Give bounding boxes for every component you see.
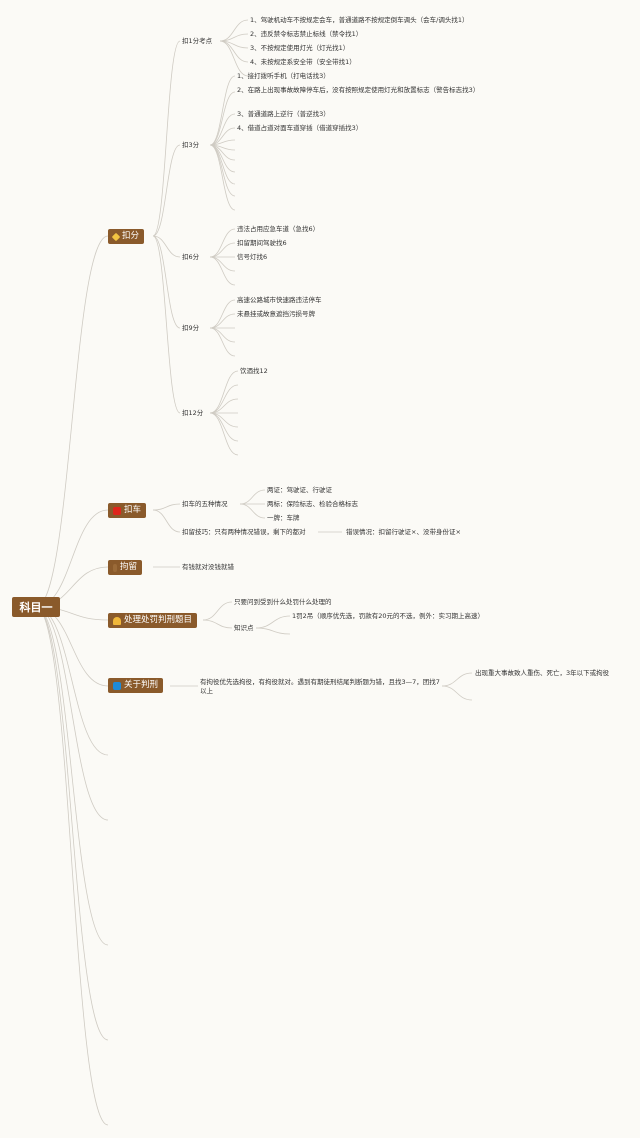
connector-line-32 xyxy=(209,242,236,258)
red-square-icon xyxy=(113,506,121,515)
diamond-icon xyxy=(111,232,121,241)
connector-line-13 xyxy=(152,235,181,329)
root-node[interactable]: 科目一 xyxy=(12,597,60,617)
deduct-1-item-1: 1、驾驶机动车不按规定会车，普通道路不按规定倒车调头（会车/调头找1） xyxy=(250,16,469,24)
connector-line-40 xyxy=(209,327,236,357)
connector-line-7 xyxy=(35,606,109,946)
sentence-detail: 有拘役优先选拘役，有拘役就对。遇到有期徒刑结尾判断题为错，且找3—7，团找7以上 xyxy=(200,678,440,695)
seize-five-item-3: 一牌：车牌 xyxy=(267,514,300,522)
connector-line-36 xyxy=(209,299,236,329)
connector-line-14 xyxy=(152,235,181,414)
connector-line-56 xyxy=(202,619,233,629)
connector-line-58 xyxy=(255,627,291,635)
seize-five-label: 扣车的五种情况 xyxy=(182,500,228,508)
deduct-1-item-3: 3、不按规定使用灯光（灯光找1） xyxy=(250,44,350,52)
main-node-sentence-label: 关于判刑 xyxy=(124,680,159,690)
connector-line-27 xyxy=(209,144,236,173)
connector-line-5 xyxy=(35,606,109,756)
deduct-group-1-label: 扣1分考点 xyxy=(182,37,213,45)
connector-line-61 xyxy=(441,685,473,701)
main-node-sentence[interactable]: 关于判刑 xyxy=(108,678,164,693)
detain-detail: 有钱就对没钱就错 xyxy=(182,563,234,571)
deduct-3-item-3: 3、普通道路上逆行（普逆找3） xyxy=(237,110,330,118)
connector-line-21 xyxy=(209,91,236,146)
seize-five-item-1: 两证：驾驶证、行驶证 xyxy=(267,486,332,494)
deduct-9-item-1: 高速公路城市快速路违法停车 xyxy=(237,296,322,304)
deduct-12-item-1: 饮酒找12 xyxy=(240,367,268,375)
connector-line-48 xyxy=(152,503,181,511)
main-node-detain[interactable]: 拘留 xyxy=(108,560,143,575)
deduct-1-item-4: 4、未按规定系安全带（安全带找1） xyxy=(250,58,356,66)
handling-knowledge-detail: 1罚2吊（顺序优先选，罚款有20元的不选，例外：实习期上高速） xyxy=(292,612,485,620)
deduct-3-item-4: 4、借道占道对面车道穿插（借道穿插找3） xyxy=(237,124,363,132)
connector-line-0 xyxy=(35,235,109,608)
connector-line-20 xyxy=(209,75,236,146)
sentence-extra: 出现重大事故致人重伤、死亡，3年以下或拘役 xyxy=(475,669,610,677)
deduct-1-item-2: 2、违反禁令标志禁止标线（禁令找1） xyxy=(250,30,363,38)
connector-line-57 xyxy=(255,615,291,629)
connector-line-39 xyxy=(209,327,236,343)
connector-line-55 xyxy=(202,601,233,621)
main-node-deduct[interactable]: 扣分 xyxy=(108,229,145,244)
seize-tip-detail: 错误情况：扣留行驶证×、没带身份证× xyxy=(346,528,461,536)
main-node-seize-label: 扣车 xyxy=(124,505,142,515)
connector-line-1 xyxy=(35,509,109,608)
detain-icon xyxy=(113,563,117,572)
connector-line-49 xyxy=(152,509,181,533)
main-node-seize[interactable]: 扣车 xyxy=(108,503,147,518)
connector-line-50 xyxy=(239,489,266,505)
bell-icon xyxy=(113,616,121,625)
connector-line-42 xyxy=(209,384,239,414)
seize-tip-label: 扣留技巧：只有两种情况错误，剩下的都对 xyxy=(182,528,306,536)
deduct-3-item-2: 2、在路上出现事故故障停车后，没有按照规定使用灯光和放置标志（警告标志找3） xyxy=(237,86,480,94)
connector-line-12 xyxy=(152,235,181,258)
deduct-6-item-2: 扣留期间驾驶找6 xyxy=(237,239,287,247)
connector-line-6 xyxy=(35,606,109,821)
main-node-detain-label: 拘留 xyxy=(120,562,138,572)
connector-line-34 xyxy=(209,256,236,272)
connector-line-60 xyxy=(441,672,473,687)
connector-line-10 xyxy=(152,40,181,237)
connector-line-37 xyxy=(209,313,236,329)
seize-five-item-2: 两标：保险标志、检验合格标志 xyxy=(267,500,358,508)
connector-line-11 xyxy=(152,144,181,237)
deduct-group-3-label: 扣3分 xyxy=(182,141,200,149)
deduct-group-9-label: 扣9分 xyxy=(182,324,200,332)
deduct-3-item-1: 1、接打拨听手机（打电话找3） xyxy=(237,72,330,80)
connector-line-47 xyxy=(209,412,239,456)
handling-line-1: 只要问到受到什么处罚什么处理的 xyxy=(234,598,332,606)
blue-square-icon xyxy=(113,681,121,690)
connector-line-41 xyxy=(209,370,239,414)
deduct-6-item-1: 违法占用应急车道（急找6） xyxy=(237,225,320,233)
connector-line-52 xyxy=(239,503,266,519)
connector-line-22 xyxy=(209,113,236,146)
connector-line-19 xyxy=(219,40,249,77)
main-node-handling[interactable]: 处理处罚判刑题目 xyxy=(108,613,198,628)
deduct-9-item-2: 未悬挂或故意遮挡污损号牌 xyxy=(237,310,315,318)
connector-line-30 xyxy=(209,144,236,211)
connector-line-9 xyxy=(35,606,109,1126)
deduct-group-6-label: 扣6分 xyxy=(182,253,200,261)
main-node-deduct-label: 扣分 xyxy=(122,231,140,241)
connector-line-31 xyxy=(209,228,236,258)
connector-line-45 xyxy=(209,412,239,428)
connector-line-8 xyxy=(35,606,109,1041)
connector-line-15 xyxy=(219,19,249,42)
deduct-group-12-label: 扣12分 xyxy=(182,409,204,417)
deduct-6-item-3: 信号灯找6 xyxy=(237,253,268,261)
handling-knowledge-label: 知识点 xyxy=(234,624,254,632)
main-node-handling-label: 处理处罚判刑题目 xyxy=(124,615,193,625)
connector-line-35 xyxy=(209,256,236,286)
connector-line-46 xyxy=(209,412,239,442)
connector-line-43 xyxy=(209,398,239,414)
